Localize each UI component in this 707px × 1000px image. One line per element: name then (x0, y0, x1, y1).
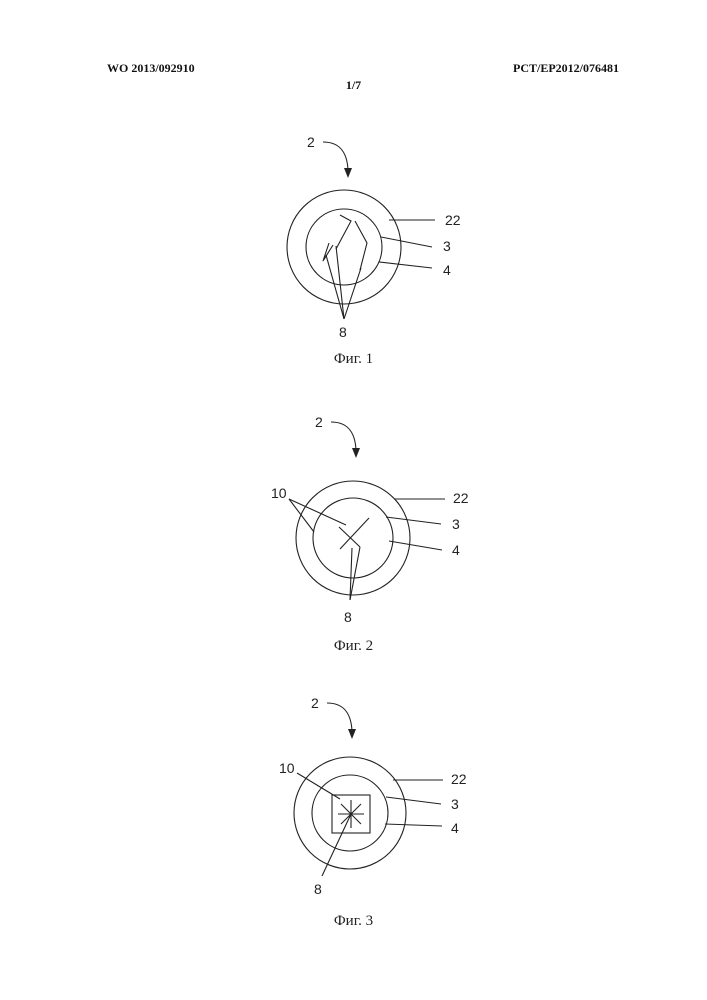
figure-3-drawing: 2 8 10 22 3 4 (0, 680, 707, 910)
sheet-number: 1/7 (0, 78, 707, 93)
fig3-label-slits: 8 (314, 881, 322, 897)
fig2-inner-disc (313, 498, 393, 578)
fig1-label-surface: 4 (443, 262, 451, 278)
application-number: PCT/EP2012/076481 (513, 61, 619, 76)
fig2-leader-3 (386, 517, 441, 524)
fig2-label-flaps: 10 (271, 485, 287, 501)
fig1-label-edge: 3 (443, 238, 451, 254)
fig1-label-ring: 22 (445, 212, 461, 228)
fig3-label-edge: 3 (451, 796, 459, 812)
fig1-inner-disc (306, 209, 382, 285)
fig2-label-ring: 22 (453, 490, 469, 506)
fig1-leader-8b (336, 246, 344, 319)
publication-number: WO 2013/092910 (107, 61, 195, 76)
fig2-label-device: 2 (315, 414, 323, 430)
fig1-arrow-curve (323, 142, 348, 170)
fig1-label-device: 2 (307, 134, 315, 150)
fig3-leader-8 (322, 814, 351, 876)
fig3-leader-4 (385, 824, 442, 826)
fig2-label-surface: 4 (452, 542, 460, 558)
fig1-arrow-head (344, 168, 352, 178)
figure-3-caption: Фиг. 3 (0, 913, 707, 930)
fig2-leader-10b (289, 499, 314, 532)
fig3-arrow-curve (327, 703, 352, 731)
fig3-arrow-head (348, 729, 356, 739)
fig1-slit-right (355, 221, 367, 270)
fig1-leader-8c (344, 268, 361, 319)
fig3-label-flaps: 10 (279, 760, 295, 776)
fig1-leader-4 (379, 262, 432, 268)
fig1-slit-mid (336, 215, 351, 249)
fig2-slit-a (339, 527, 360, 547)
fig2-arrow-curve (331, 422, 356, 450)
figure-1-caption: Фиг. 1 (0, 351, 707, 368)
fig1-label-slits: 8 (339, 324, 347, 340)
fig3-leader-10 (297, 773, 340, 799)
fig3-label-device: 2 (311, 695, 319, 711)
fig1-outer-ring (287, 190, 401, 304)
figure-2-drawing: 2 8 10 22 3 4 (0, 400, 707, 640)
figure-2-caption: Фиг. 2 (0, 638, 707, 655)
fig1-slit-left (323, 243, 333, 261)
fig2-leader-4 (389, 541, 442, 550)
fig2-label-slits: 8 (344, 609, 352, 625)
fig3-label-surface: 4 (451, 820, 459, 836)
fig2-label-edge: 3 (452, 516, 460, 532)
fig3-label-ring: 22 (451, 771, 467, 787)
fig3-leader-3 (386, 797, 441, 804)
fig1-leader-8a (326, 255, 344, 319)
fig2-arrow-head (352, 448, 360, 458)
fig2-slit-b (340, 518, 369, 549)
fig2-leader-10a (289, 499, 346, 525)
fig1-leader-3 (381, 237, 432, 247)
